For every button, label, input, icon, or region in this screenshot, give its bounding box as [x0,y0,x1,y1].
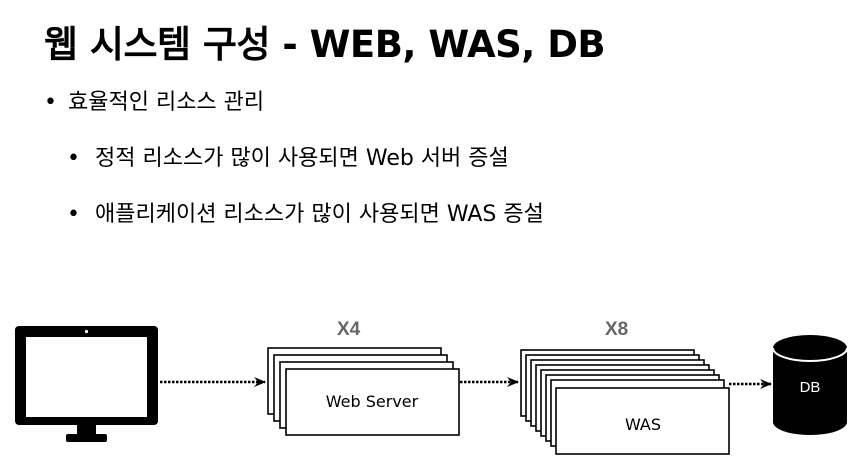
was-multiplier: X8 [605,319,628,340]
was-stack [520,349,730,455]
sub-bullet-item: 애플리케이션 리소스가 많이 사용되면 WAS 증설 [67,200,544,230]
web-server-multiplier: X4 [337,319,361,340]
sub-bullet-item: 정적 리소스가 많이 사용되면 Web 서버 증설 [67,144,544,174]
was-label: WAS [625,415,661,434]
page-title: 웹 시스템 구성 - WEB, WAS, DB [44,23,606,66]
bullet-list: 효율적인 리소스 관리 정적 리소스가 많이 사용되면 Web 서버 증설 애플… [44,88,544,230]
database-icon [772,335,848,435]
bullet-item: 효율적인 리소스 관리 [44,88,544,118]
db-label: DB [800,379,821,396]
web-server-label: Web Server [326,392,419,411]
web-server-stack [267,347,460,436]
monitor-icon [15,326,158,442]
